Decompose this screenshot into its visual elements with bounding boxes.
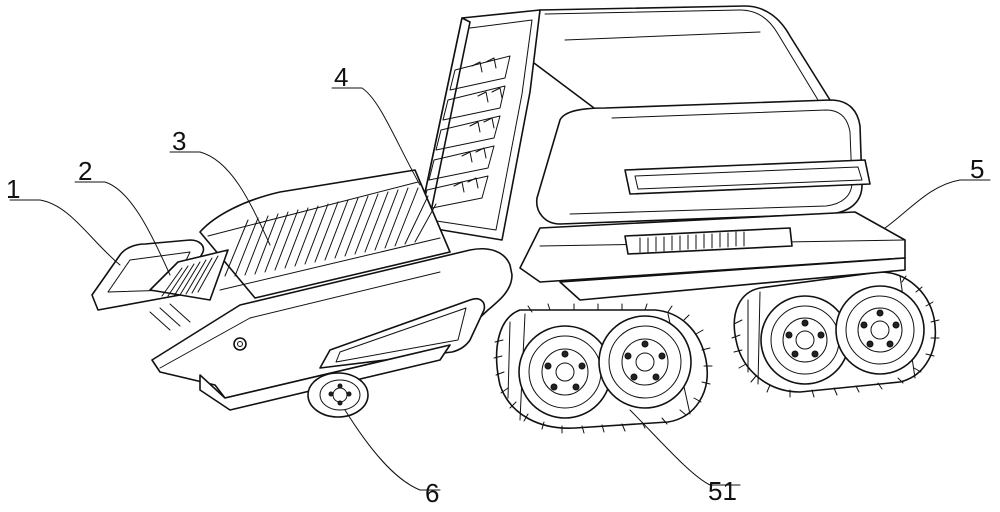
leader-line-4	[331, 87, 421, 186]
callout-6: 6	[425, 478, 439, 508]
callout-2: 2	[78, 156, 92, 186]
rear-track-assembly	[731, 271, 940, 398]
front-wheel-left	[518, 325, 612, 419]
sieve-chute	[199, 169, 451, 299]
leader-line-3	[169, 151, 271, 246]
callout-4: 4	[334, 62, 348, 92]
leader-line-6	[344, 409, 441, 491]
leader-line-2	[74, 181, 171, 276]
front-scoop	[91, 239, 235, 381]
support-wheel	[307, 372, 369, 418]
conveyor-tower	[417, 9, 541, 241]
leader-line-1	[9, 199, 121, 266]
leader-line-5	[884, 179, 991, 229]
front-wheel-right	[598, 315, 692, 409]
chassis-platform	[519, 211, 906, 301]
leader-lines	[9, 87, 991, 491]
leader-line-51	[629, 409, 741, 486]
callout-51: 51	[708, 476, 737, 506]
callout-5: 5	[970, 154, 984, 184]
callout-1: 1	[6, 174, 20, 204]
sieve-bars	[224, 187, 437, 277]
cab-body	[529, 5, 871, 225]
callout-3: 3	[172, 126, 186, 156]
rear-wheel-left	[760, 295, 850, 385]
front-track-assembly	[493, 303, 713, 434]
callout-labels: 1 2 3 4 5 6 51	[6, 62, 984, 508]
rear-wheel-right	[835, 285, 925, 375]
